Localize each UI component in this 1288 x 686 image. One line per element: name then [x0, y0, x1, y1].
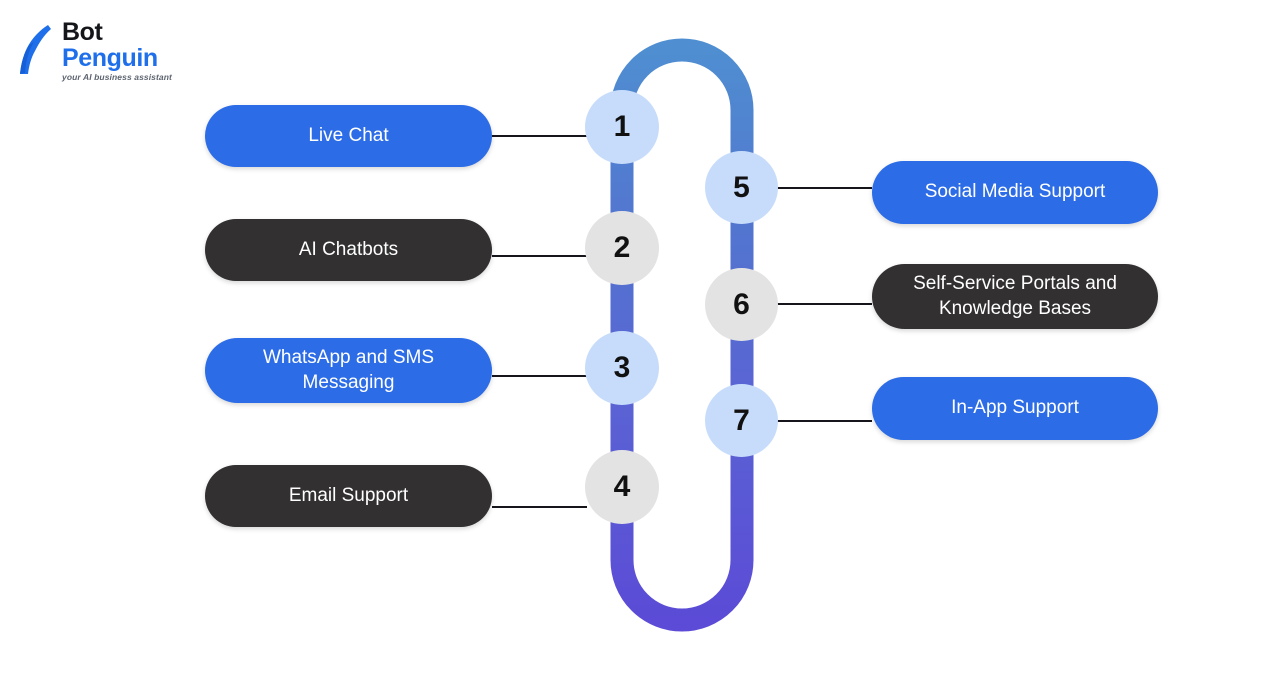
step-pill-1[interactable]: Live Chat: [205, 105, 492, 167]
connector-line-6: [776, 303, 872, 305]
brand-tagline: your AI business assistant: [62, 72, 172, 82]
step-pill-2[interactable]: AI Chatbots: [205, 219, 492, 281]
connector-line-7: [776, 420, 872, 422]
step-pill-label-7: In-App Support: [951, 397, 1079, 419]
brand-name-line1: Bot: [62, 18, 103, 46]
penguin-logo-icon: [20, 25, 51, 74]
step-node-number-4: 4: [613, 470, 631, 503]
step-node-number-7: 7: [733, 403, 750, 437]
step-pill-7[interactable]: In-App Support: [872, 377, 1158, 440]
step-pill-label-2: AI Chatbots: [298, 238, 399, 260]
step-node-1[interactable]: 1: [585, 90, 659, 164]
connector-line-2: [492, 255, 587, 257]
step-node-number-6: 6: [733, 287, 750, 321]
step-node-number-1: 1: [613, 110, 631, 143]
step-node-number-2: 2: [613, 231, 631, 264]
step-pill-label-3: WhatsApp and SMS Messaging: [262, 346, 435, 393]
connector-line-5: [776, 187, 872, 189]
step-pill-label-6: Self-Service Portals and Knowledge Bases: [913, 272, 1117, 319]
step-pill-label-4: Email Support: [288, 484, 409, 506]
connector-line-4: [492, 506, 587, 508]
step-pill-4[interactable]: Email Support: [205, 465, 492, 527]
step-pill-label-1: Live Chat: [308, 124, 389, 146]
step-node-6[interactable]: 6: [705, 268, 778, 341]
step-pill-5[interactable]: Social Media Support: [872, 161, 1158, 224]
step-pill-3[interactable]: WhatsApp and SMS Messaging: [205, 338, 492, 403]
step-node-number-5: 5: [733, 170, 750, 204]
step-node-3[interactable]: 3: [585, 331, 659, 405]
step-node-number-3: 3: [613, 351, 631, 384]
step-node-2[interactable]: 2: [585, 211, 659, 285]
connector-line-3: [492, 375, 587, 377]
step-node-5[interactable]: 5: [705, 151, 778, 224]
step-pill-label-5: Social Media Support: [924, 181, 1106, 203]
brand-logo: Bot Penguin your AI business assistant: [18, 20, 208, 82]
connector-line-1: [492, 135, 587, 137]
step-node-7[interactable]: 7: [705, 384, 778, 457]
step-node-4[interactable]: 4: [585, 450, 659, 524]
step-pill-6[interactable]: Self-Service Portals and Knowledge Bases: [872, 264, 1158, 329]
brand-name-line2: Penguin: [62, 44, 158, 72]
brand-wordmark: Bot Penguin: [62, 20, 158, 71]
